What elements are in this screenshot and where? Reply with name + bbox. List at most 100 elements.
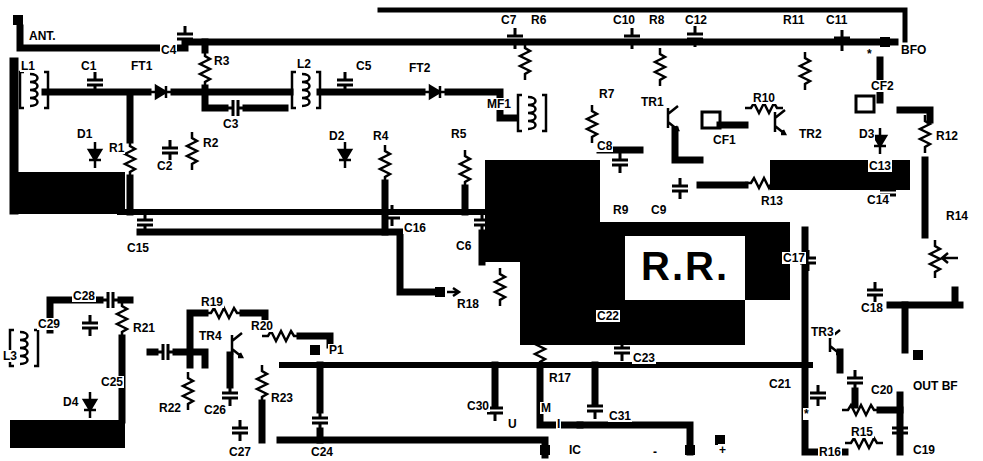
part-label: U bbox=[507, 418, 518, 430]
capacitor-symbol bbox=[384, 205, 400, 226]
resistor-symbol bbox=[125, 140, 135, 178]
part-label: C6 bbox=[455, 240, 472, 252]
part-label: TR4 bbox=[198, 330, 223, 342]
resistor-symbol bbox=[655, 48, 665, 86]
capacitor-symbol bbox=[100, 292, 121, 308]
part-label: * bbox=[803, 408, 810, 420]
capacitor-symbol bbox=[312, 410, 328, 431]
part-label: C26 bbox=[203, 404, 227, 416]
part-label: R9 bbox=[612, 204, 629, 216]
trace bbox=[448, 92, 515, 118]
part-label: D4 bbox=[62, 396, 79, 408]
resistor-symbol bbox=[800, 52, 810, 90]
part-label: C19 bbox=[912, 444, 936, 456]
part-label: C2 bbox=[156, 160, 173, 172]
part-label: D1 bbox=[76, 128, 93, 140]
part-label: C15 bbox=[126, 242, 150, 254]
trace bbox=[479, 233, 486, 262]
resistor-symbol bbox=[745, 103, 783, 113]
pad bbox=[435, 287, 445, 297]
part-label: R14 bbox=[945, 210, 969, 222]
part-label: C24 bbox=[310, 446, 334, 458]
transformer-symbol bbox=[518, 95, 546, 131]
part-label: BFO bbox=[900, 44, 927, 56]
part-label: R19 bbox=[200, 296, 224, 308]
diode-symbol bbox=[148, 86, 174, 98]
part-label: C8 bbox=[596, 140, 613, 152]
capacitor-symbol bbox=[155, 344, 176, 360]
trace bbox=[380, 10, 905, 40]
capacitor-symbol bbox=[232, 420, 248, 441]
part-label: C7 bbox=[500, 14, 517, 26]
capacitor-symbol bbox=[474, 212, 490, 233]
part-label: CF1 bbox=[712, 134, 737, 146]
resistor-symbol bbox=[117, 300, 127, 338]
diode-symbol bbox=[84, 392, 96, 418]
capacitor-symbol bbox=[225, 100, 246, 116]
part-label: C11 bbox=[825, 14, 848, 26]
potentiometer-symbol bbox=[930, 240, 940, 278]
trace bbox=[840, 352, 900, 410]
part-label: * bbox=[866, 48, 873, 60]
part-label: R15 bbox=[850, 426, 874, 438]
part-label: L1 bbox=[20, 60, 36, 72]
resistor-symbol bbox=[200, 50, 210, 88]
part-label: R21 bbox=[132, 322, 156, 334]
capacitor-symbol bbox=[137, 212, 153, 233]
part-label: R5 bbox=[450, 128, 467, 140]
part-label: R20 bbox=[250, 320, 274, 332]
filter-symbol bbox=[856, 96, 874, 112]
part-label: D2 bbox=[328, 130, 345, 142]
components bbox=[10, 15, 958, 455]
capacitor-symbol bbox=[507, 28, 523, 49]
part-label: R8 bbox=[648, 14, 665, 26]
part-label: R7 bbox=[598, 88, 615, 100]
wiper-arrow bbox=[942, 253, 958, 263]
part-label: TR2 bbox=[798, 128, 823, 140]
part-label: L3 bbox=[2, 350, 18, 362]
pad bbox=[880, 37, 890, 47]
traces bbox=[14, 10, 960, 455]
part-label: C12 bbox=[684, 14, 708, 26]
trace bbox=[580, 425, 690, 452]
part-label: R18 bbox=[456, 298, 480, 310]
diode-symbol bbox=[422, 86, 448, 98]
capacitor-symbol bbox=[82, 315, 98, 336]
capacitor-symbol bbox=[867, 282, 883, 303]
trace bbox=[205, 42, 285, 108]
pad bbox=[13, 15, 23, 25]
trace bbox=[300, 336, 330, 440]
part-label: R11 bbox=[782, 14, 805, 26]
part-label: FT1 bbox=[130, 60, 153, 72]
resistor-symbol bbox=[380, 145, 390, 183]
ground-area bbox=[10, 420, 125, 448]
part-label: C14 bbox=[866, 194, 890, 206]
part-label: P1 bbox=[328, 344, 345, 356]
resistor-symbol bbox=[262, 331, 300, 341]
part-label: CF2 bbox=[870, 80, 895, 92]
part-label: M bbox=[540, 402, 552, 414]
part-label: D3 bbox=[858, 128, 875, 140]
part-label: C23 bbox=[632, 352, 656, 364]
trace bbox=[320, 89, 422, 96]
part-label: R17 bbox=[548, 372, 572, 384]
part-label: R2 bbox=[202, 137, 219, 149]
capacitor-symbol bbox=[624, 28, 640, 49]
trace bbox=[174, 89, 290, 96]
part-label: R6 bbox=[530, 14, 547, 26]
part-label: C5 bbox=[355, 60, 372, 72]
part-label: C17 bbox=[782, 252, 806, 264]
part-label: I bbox=[556, 418, 561, 430]
part-label: MF1 bbox=[486, 98, 512, 110]
resistor-symbol bbox=[535, 330, 545, 368]
diode-symbol bbox=[89, 142, 101, 168]
capacitor-symbol bbox=[672, 178, 688, 199]
pad bbox=[685, 445, 695, 455]
part-label: L2 bbox=[296, 58, 312, 70]
trace bbox=[10, 62, 19, 210]
part-label: C30 bbox=[466, 400, 490, 412]
capacitor-symbol bbox=[570, 317, 591, 333]
part-label: TR1 bbox=[640, 96, 665, 108]
diode-symbol bbox=[339, 142, 351, 168]
part-label: C21 bbox=[768, 378, 792, 390]
